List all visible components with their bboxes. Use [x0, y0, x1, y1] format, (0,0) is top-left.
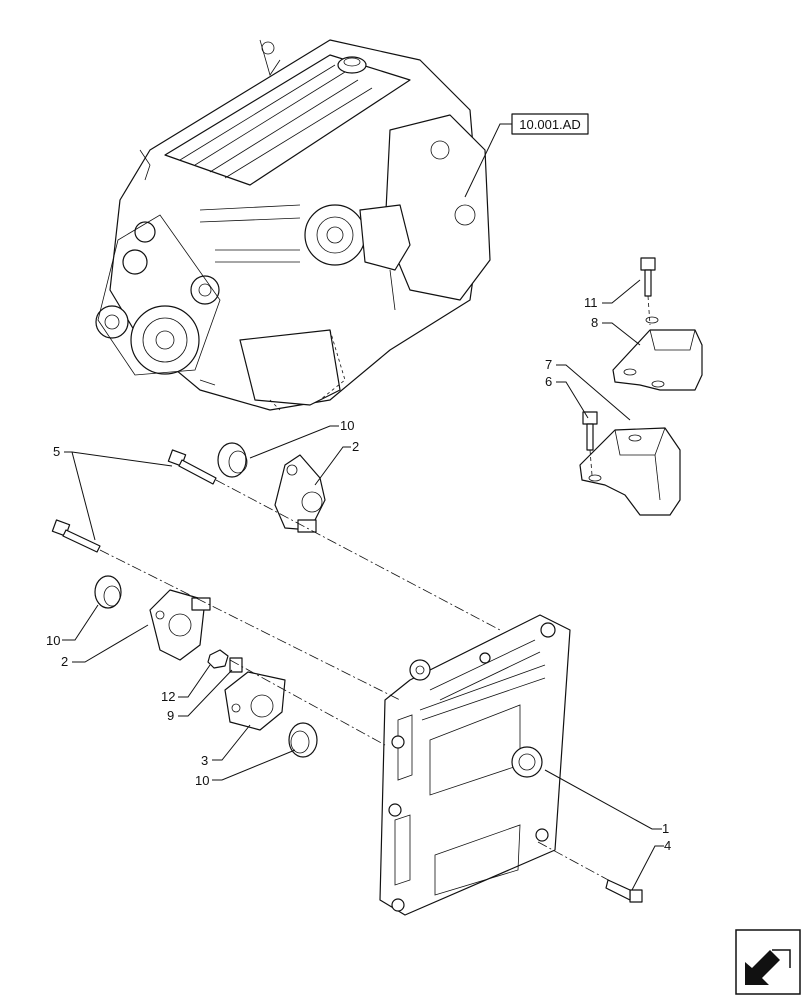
nut-12 — [207, 649, 229, 669]
callout-3: 3 — [201, 753, 208, 768]
reference-tag-text: 10.001.AD — [519, 117, 580, 132]
bolt-5-upper — [167, 449, 217, 485]
mount-3 — [224, 671, 286, 731]
callout-labels: 1 2 2 3 4 5 6 7 8 9 10 10 10 11 12 — [46, 295, 671, 853]
callout-10-top: 10 — [340, 418, 354, 433]
next-page-arrow-icon[interactable] — [735, 929, 801, 995]
callout-12: 12 — [161, 689, 175, 704]
bolt-6 — [582, 411, 598, 451]
callout-10-left: 10 — [46, 633, 60, 648]
callout-2-upper: 2 — [352, 439, 359, 454]
callout-4: 4 — [664, 838, 671, 853]
bracket-8 — [612, 316, 703, 391]
mount-2-upper — [274, 454, 326, 533]
callout-9: 9 — [167, 708, 174, 723]
callout-2-lower: 2 — [61, 654, 68, 669]
ecu-module — [379, 614, 571, 916]
mount-2-lower — [149, 589, 211, 661]
callout-11: 11 — [584, 295, 598, 310]
callout-10-bottom: 10 — [195, 773, 209, 788]
engine-assembly — [95, 39, 491, 411]
nut-10-bottom — [288, 722, 318, 758]
callout-5: 5 — [53, 444, 60, 459]
nut-10-left — [94, 575, 122, 609]
bolt-5-lower — [51, 519, 101, 553]
reference-tag[interactable]: 10.001.AD — [511, 113, 589, 135]
callout-1: 1 — [662, 821, 669, 836]
leader-lines — [62, 279, 664, 891]
callout-7: 7 — [545, 357, 552, 372]
nut-10-top — [217, 442, 248, 478]
callout-8: 8 — [591, 315, 598, 330]
callout-6: 6 — [545, 374, 552, 389]
bracket-7 — [579, 427, 681, 516]
bolt-4 — [605, 879, 643, 903]
bolt-11 — [640, 257, 656, 297]
